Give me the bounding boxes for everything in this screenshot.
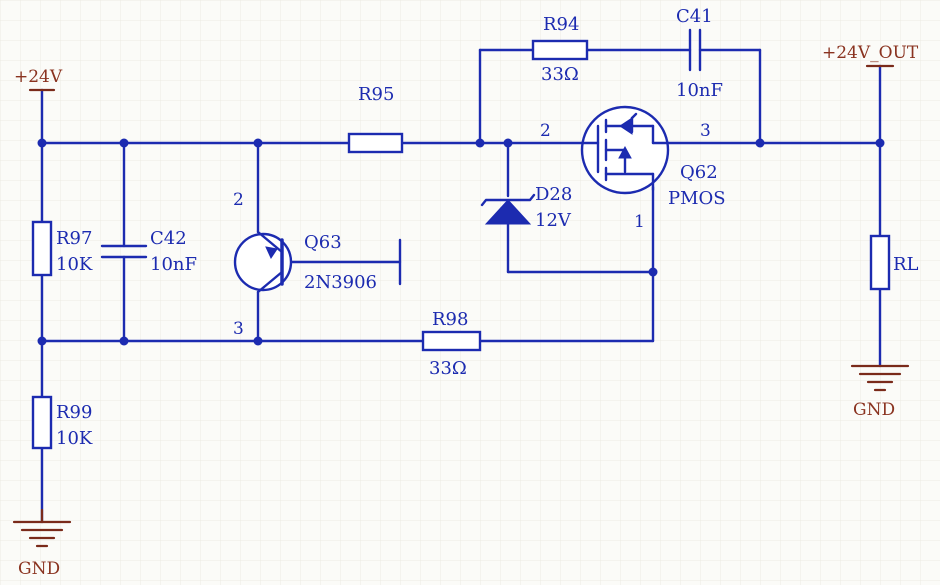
resistor-r94[interactable]: R94 33Ω bbox=[531, 14, 589, 85]
vout-port[interactable]: +24V_OUT bbox=[822, 43, 919, 68]
c41-value: 10nF bbox=[676, 80, 723, 101]
ground-left[interactable]: GND bbox=[12, 508, 72, 579]
r98-value: 33Ω bbox=[429, 358, 467, 379]
wires bbox=[40, 48, 882, 524]
r97-ref: R97 bbox=[56, 228, 92, 249]
r99-value: 10K bbox=[56, 428, 93, 449]
resistor-rl[interactable]: RL bbox=[869, 234, 919, 291]
q62-pin-gate: 2 bbox=[540, 121, 551, 141]
d28-triangle bbox=[484, 199, 532, 225]
ground-right[interactable]: GND bbox=[850, 364, 910, 420]
vin-port[interactable]: +24V bbox=[14, 67, 63, 92]
q63-ref: Q63 bbox=[304, 232, 342, 253]
resistor-r97[interactable]: R97 10K bbox=[31, 220, 93, 277]
r95-ref: R95 bbox=[358, 84, 394, 105]
d28-ref: D28 bbox=[535, 184, 572, 205]
r99-ref: R99 bbox=[56, 402, 92, 423]
q63-value: 2N3906 bbox=[304, 272, 377, 293]
q62-pin-source: 1 bbox=[634, 212, 645, 232]
junction-dots bbox=[37, 138, 885, 346]
d28-value: 12V bbox=[535, 210, 572, 231]
r94-value: 33Ω bbox=[541, 64, 579, 85]
resistor-r95[interactable]: R95 bbox=[347, 84, 404, 154]
r97-value: 10K bbox=[56, 254, 93, 275]
rl-ref: RL bbox=[893, 254, 919, 275]
r94-ref: R94 bbox=[543, 14, 579, 35]
zener-diode-d28[interactable]: D28 12V bbox=[480, 184, 572, 231]
resistor-r98[interactable]: R98 33Ω bbox=[421, 309, 482, 379]
resistor-r99[interactable]: R99 10K bbox=[31, 395, 93, 450]
capacitor-c41[interactable]: C41 10nF bbox=[676, 6, 723, 101]
q63-pin-base: 2 bbox=[233, 190, 244, 210]
vin-label: +24V bbox=[14, 67, 63, 87]
mosfet-q62[interactable]: 2 3 1 Q62 PMOS bbox=[540, 105, 726, 232]
capacitor-c42[interactable]: C42 10nF bbox=[100, 228, 197, 275]
c42-ref: C42 bbox=[150, 228, 187, 249]
q62-value: PMOS bbox=[668, 188, 726, 209]
vout-label: +24V_OUT bbox=[822, 43, 919, 63]
q62-ref: Q62 bbox=[680, 162, 718, 183]
q62-pin-drain: 3 bbox=[700, 121, 711, 141]
transistor-q63[interactable]: 2 3 Q63 2N3906 bbox=[233, 190, 377, 339]
c41-ref: C41 bbox=[676, 6, 713, 27]
ground-left-label: GND bbox=[18, 559, 60, 579]
ground-right-label: GND bbox=[853, 400, 895, 420]
q63-pin-emitter: 3 bbox=[233, 319, 244, 339]
r98-ref: R98 bbox=[432, 309, 468, 330]
c42-value: 10nF bbox=[150, 254, 197, 275]
